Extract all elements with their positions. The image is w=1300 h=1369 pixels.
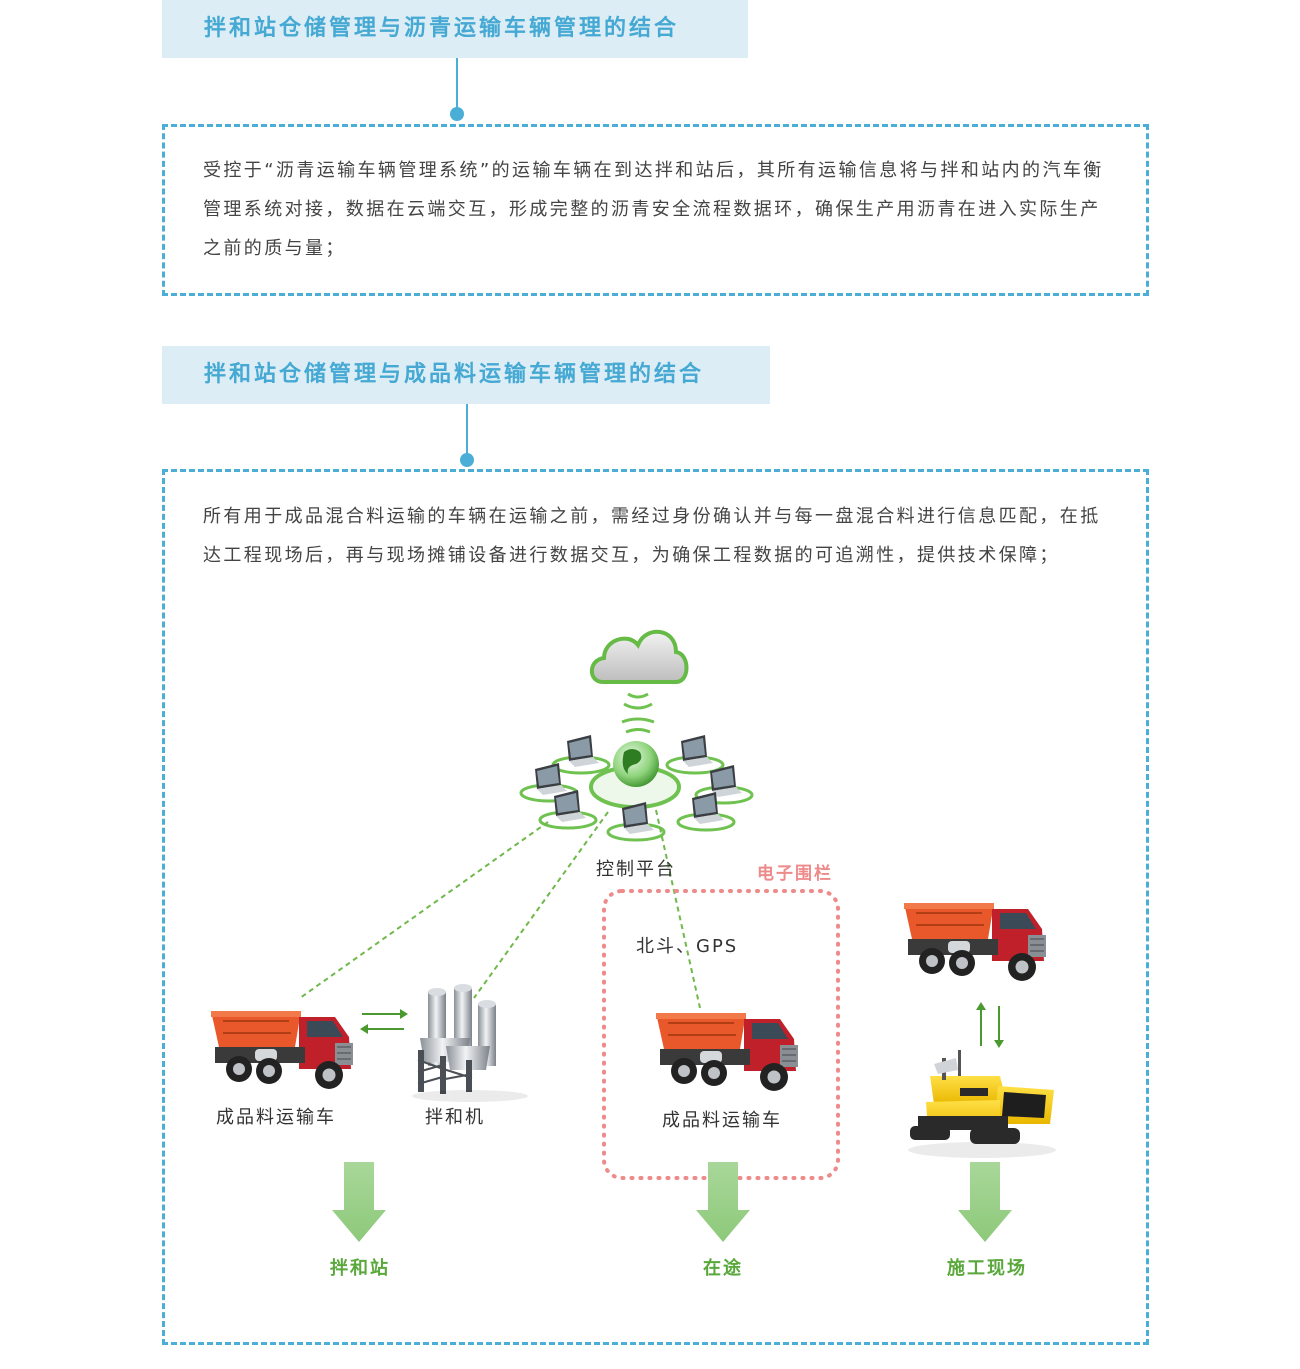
electronic-fence-label: 电子围栏 [757, 864, 833, 884]
mixing-plant-icon [412, 984, 528, 1102]
down-arrow-icon [696, 1162, 750, 1242]
globe-icon [589, 741, 681, 809]
section2-box [162, 469, 1149, 1345]
gps-label: 北斗、GPS [636, 936, 739, 957]
section2-title: 拌和站仓储管理与成品料运输车辆管理的结合 [162, 346, 770, 404]
connector-dot [460, 453, 474, 467]
section1-title: 拌和站仓储管理与沥青运输车辆管理的结合 [162, 0, 748, 58]
stage-construction-site: 施工现场 [947, 1258, 1027, 1279]
section2-body: 所有用于成品混合料运输的车辆在运输之前，需经过身份确认并与每一盘混合料进行信息匹… [203, 506, 1101, 566]
stage-in-transit: 在途 [703, 1258, 743, 1279]
connector-dot [450, 107, 464, 121]
connection-lines [299, 809, 701, 1009]
truck-label: 成品料运输车 [216, 1107, 336, 1128]
section1-box [162, 124, 1149, 296]
connector-line [456, 58, 458, 110]
exchange-arrows [360, 1009, 408, 1034]
exchange-arrows [976, 1002, 1004, 1048]
paver-icon [908, 1050, 1056, 1158]
connector-line [466, 404, 468, 456]
cloud-icon [589, 629, 689, 684]
stage-mixing-station: 拌和站 [330, 1258, 390, 1279]
section1-body: 受控于“沥青运输车辆管理系统”的运输车辆在到达拌和站后，其所有运输信息将与拌和站… [203, 160, 1104, 259]
dump-truck-icon [655, 1012, 799, 1092]
dump-truck-icon [903, 902, 1047, 982]
control-platform-label: 控制平台 [596, 859, 676, 880]
truck-label: 成品料运输车 [662, 1110, 782, 1131]
signal-waves [621, 692, 655, 734]
down-arrow-icon [332, 1162, 386, 1242]
down-arrow-icon [958, 1162, 1012, 1242]
mixer-label: 拌和机 [425, 1107, 485, 1128]
dump-truck-icon [210, 1010, 354, 1090]
